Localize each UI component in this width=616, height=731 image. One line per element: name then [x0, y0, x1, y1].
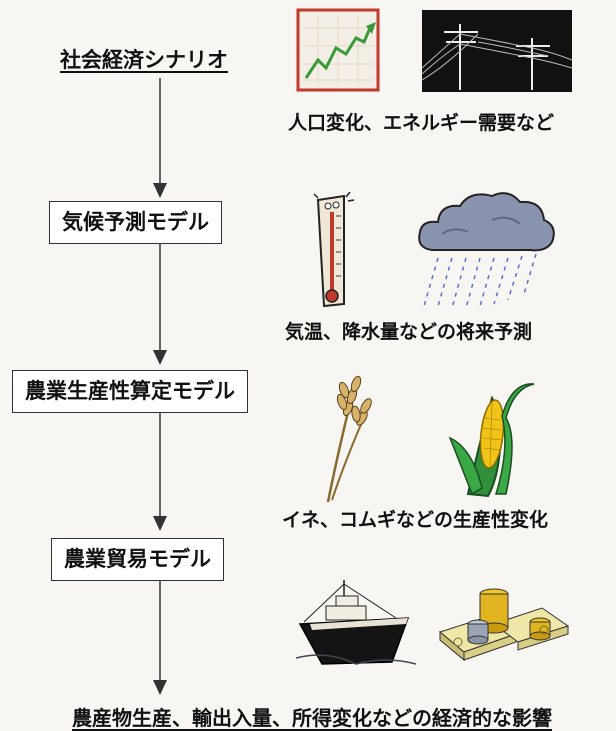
- ship-icon: [296, 580, 416, 665]
- power-lines-icon: [422, 10, 572, 92]
- thermometer-icon: [313, 192, 355, 308]
- caption-agri-productivity: イネ、コムギなどの生産性変化: [282, 509, 549, 531]
- caption-climate: 気温、降水量などの将来予測: [285, 321, 533, 343]
- wheat-icon: [326, 375, 372, 503]
- step-agri-trade: 農業貿易モデル: [51, 538, 224, 581]
- growth-chart-icon: [296, 8, 380, 92]
- step-climate: 気候予測モデル: [49, 201, 222, 244]
- corn-icon: [448, 383, 535, 498]
- step-agri-productivity: 農業生産性算定モデル: [12, 370, 248, 413]
- step-scenario: 社会経済シナリオ: [60, 48, 228, 72]
- caption-scenario: 人口変化、エネルギー需要など: [288, 112, 555, 134]
- coins-money-icon: [438, 588, 570, 662]
- rain-cloud-icon: [418, 192, 555, 309]
- final-outcome: 農産物生産、輸出入量、所得変化などの経済的な影響: [72, 706, 552, 730]
